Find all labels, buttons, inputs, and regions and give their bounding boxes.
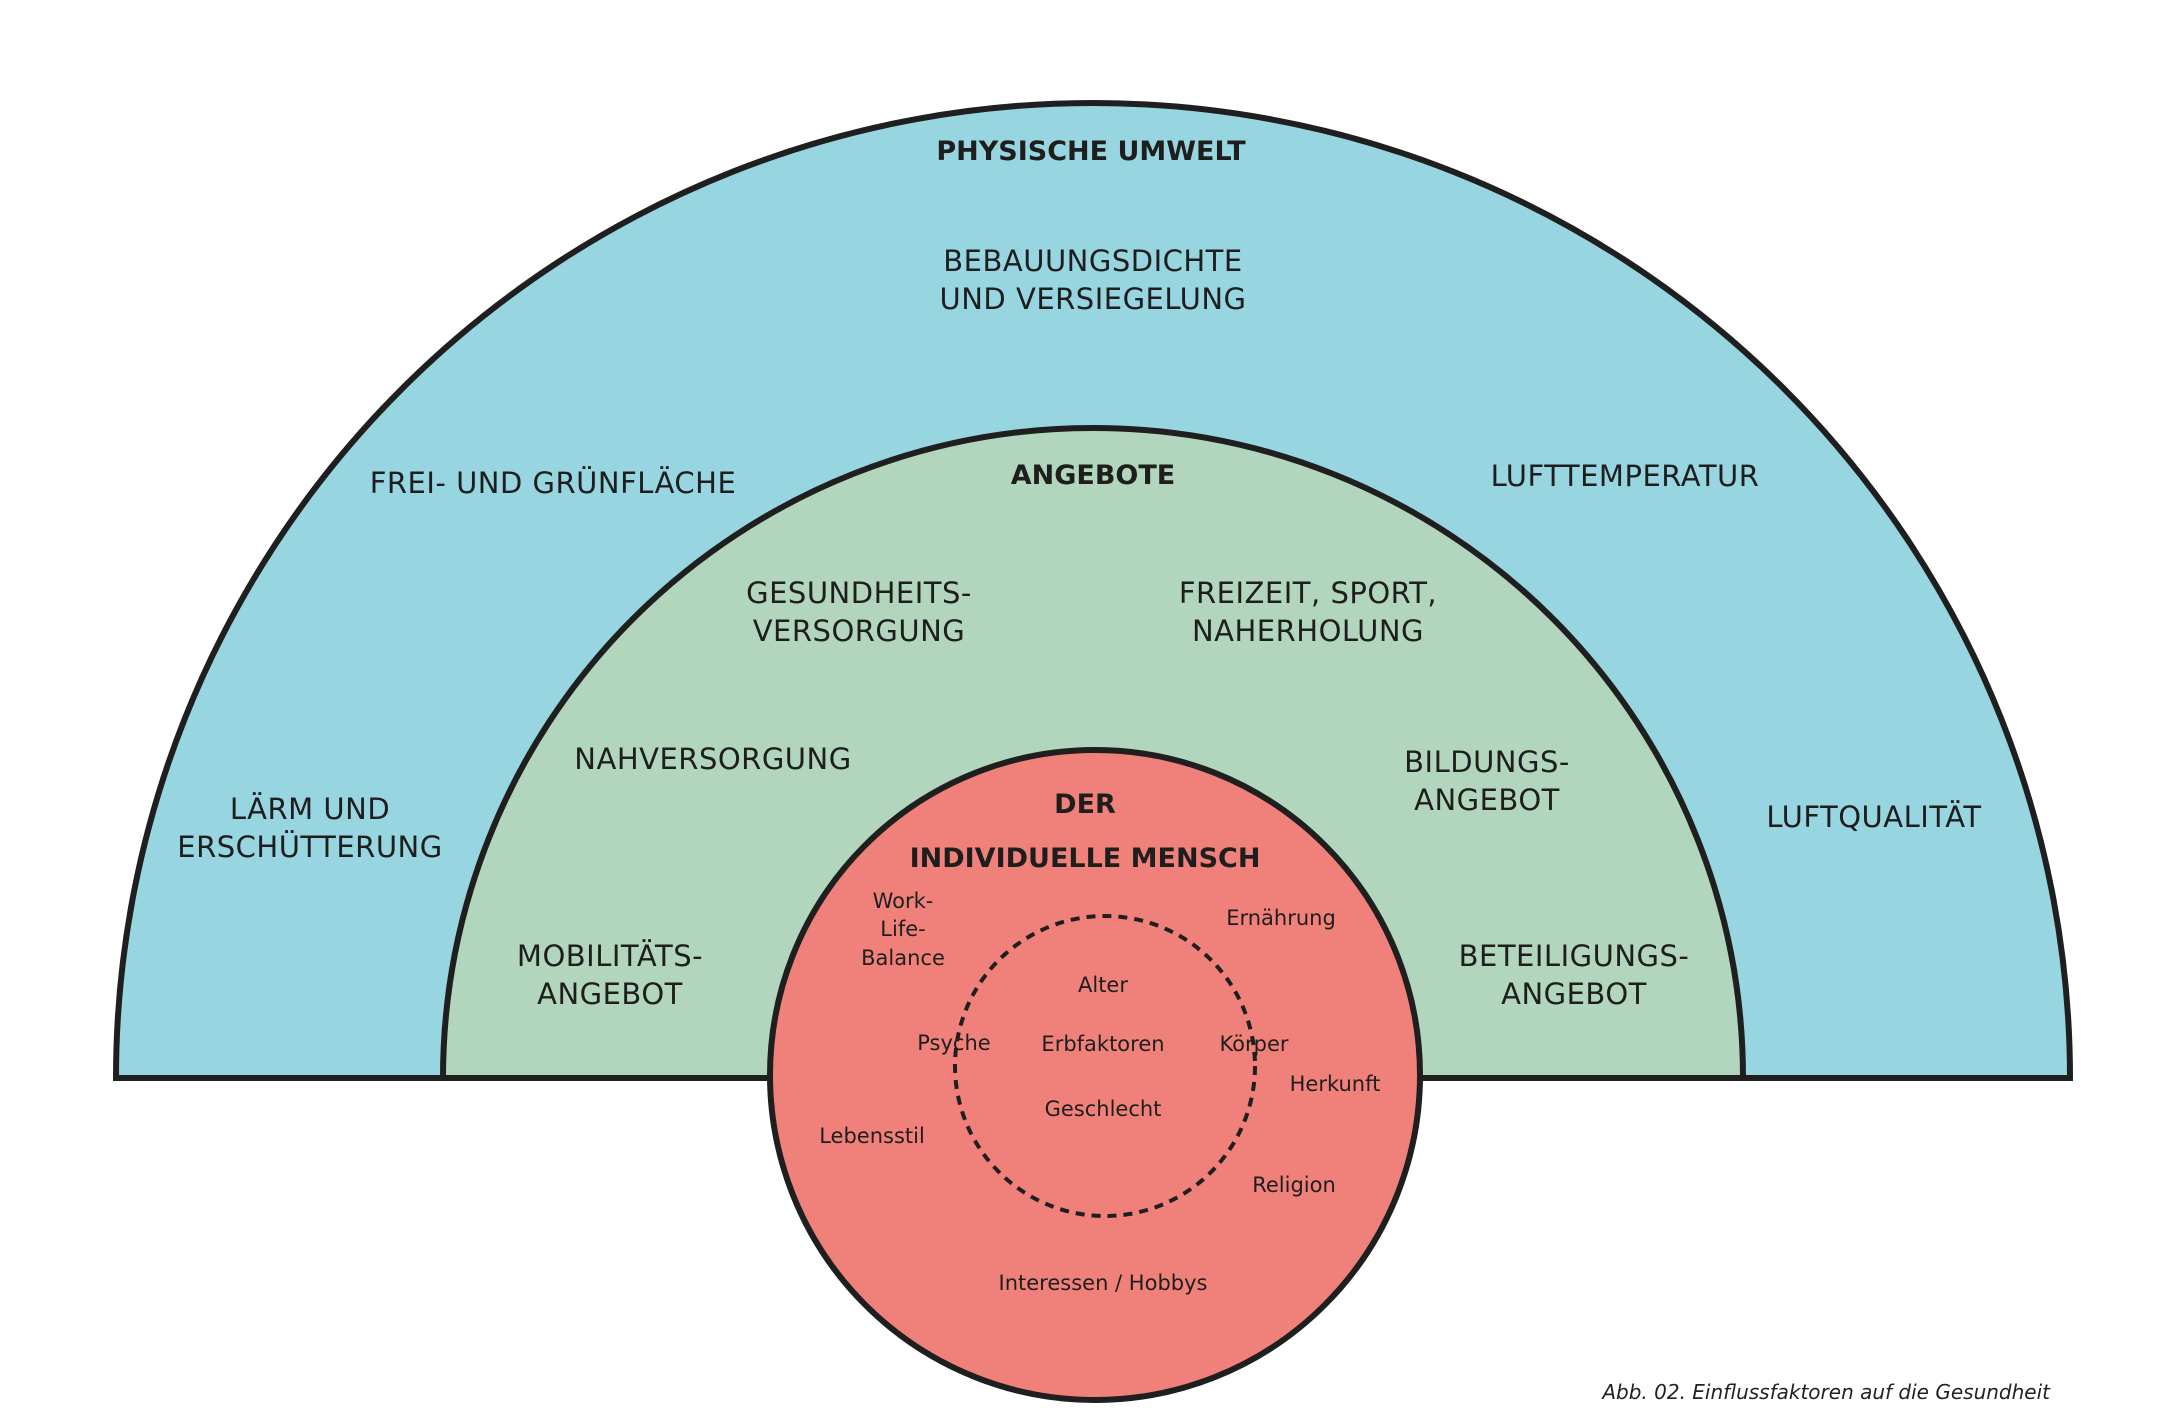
label-beteiligung-2: ANGEBOT <box>1501 977 1647 1011</box>
core-dashed-circle <box>953 914 1257 1218</box>
label-erbfaktoren: Erbfaktoren <box>1041 1032 1164 1056</box>
label-nahversorgung: NAHVERSORGUNG <box>574 742 851 776</box>
title-mensch-2: INDIVIDUELLE MENSCH <box>910 843 1261 874</box>
label-geschlecht: Geschlecht <box>1045 1097 1162 1121</box>
label-luftqualitaet: LUFTQUALITÄT <box>1766 800 1981 834</box>
label-beteiligung-1: BETEILIGUNGS- <box>1459 939 1690 973</box>
label-freizeit-1: FREIZEIT, SPORT, <box>1179 576 1437 610</box>
label-psyche: Psyche <box>917 1031 990 1055</box>
label-ernaehrung: Ernährung <box>1226 906 1336 930</box>
label-religion: Religion <box>1252 1173 1336 1197</box>
label-bebauungsdichte-1: BEBAUUNGSDICHTE <box>943 244 1242 278</box>
figure-caption: Abb. 02. Einflussfaktoren auf die Gesund… <box>1600 1380 2051 1404</box>
label-interessen: Interessen / Hobbys <box>999 1271 1208 1295</box>
label-gesundheit-1: GESUNDHEITS- <box>746 576 972 610</box>
label-bildung-2: ANGEBOT <box>1414 783 1560 817</box>
inner-circle-individueller-mensch <box>767 747 1423 1403</box>
label-laerm-1: LÄRM UND <box>230 792 390 826</box>
label-bildung-1: BILDUNGS- <box>1404 745 1570 779</box>
label-work-life-1: Work- <box>873 889 934 913</box>
title-mensch-1: DER <box>1054 789 1116 820</box>
label-bebauungsdichte-2: UND VERSIEGELUNG <box>940 282 1247 316</box>
label-alter: Alter <box>1078 973 1128 997</box>
label-work-life-2: Life- <box>880 917 925 941</box>
title-physische-umwelt: PHYSISCHE UMWELT <box>936 136 1246 167</box>
label-work-life-3: Balance <box>861 946 945 970</box>
label-lufttemperatur: LUFTTEMPERATUR <box>1491 459 1760 493</box>
label-laerm-2: ERSCHÜTTERUNG <box>177 830 442 864</box>
label-mobilitaet-1: MOBILITÄTS- <box>517 939 703 973</box>
label-herkunft: Herkunft <box>1290 1072 1381 1096</box>
label-koerper: Körper <box>1219 1032 1288 1056</box>
label-gesundheit-2: VERSORGUNG <box>753 614 966 648</box>
label-mobilitaet-2: ANGEBOT <box>537 977 683 1011</box>
label-freizeit-2: NAHERHOLUNG <box>1192 614 1424 648</box>
label-frei-gruenflaeche: FREI- UND GRÜNFLÄCHE <box>370 466 737 500</box>
title-angebote: ANGEBOTE <box>1011 460 1176 491</box>
label-lebensstil: Lebensstil <box>819 1124 925 1148</box>
